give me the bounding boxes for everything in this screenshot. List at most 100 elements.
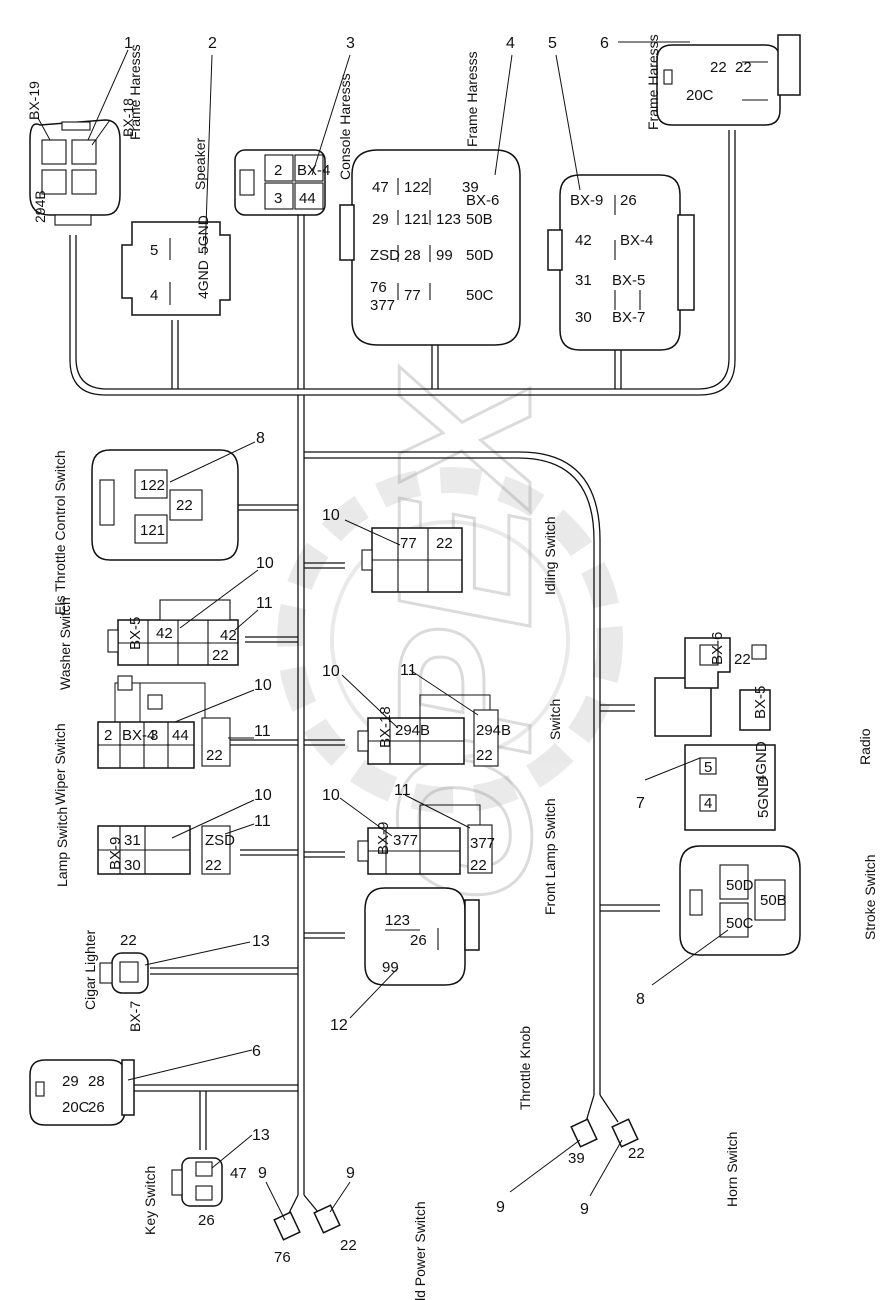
pin-39: 39 xyxy=(462,179,479,196)
pin-76: 76 xyxy=(370,279,387,296)
pin-50c: 50C xyxy=(726,915,754,932)
callout-10: 10 xyxy=(322,787,340,804)
label-frame-harness-1: Frame Haresss xyxy=(127,44,143,140)
label-stroke-switch: Stroke Switch xyxy=(862,854,878,940)
callout-11: 11 xyxy=(400,662,417,679)
pin-123: 123 xyxy=(436,211,461,228)
callout-6: 6 xyxy=(252,1043,261,1060)
label-key-switch: Key Switch xyxy=(142,1166,158,1235)
pin-29: 29 xyxy=(62,1073,79,1090)
callout-10: 10 xyxy=(254,677,272,694)
pin-bx7: BX-7 xyxy=(612,309,645,326)
front-lamp-switch xyxy=(357,804,493,875)
pin-4: 4 xyxy=(704,795,712,812)
pin-3: 3 xyxy=(150,727,158,744)
pin-121: 121 xyxy=(140,522,165,539)
connector-2-speaker xyxy=(121,221,231,316)
pin-294b: 294B xyxy=(32,190,48,223)
label-add-power-switch: Add Power Switch xyxy=(412,1201,428,1300)
pin-bx9: BX-9 xyxy=(570,192,603,209)
pin-47: 47 xyxy=(372,179,389,196)
callout-7: 7 xyxy=(636,795,645,812)
callout-10: 10 xyxy=(254,787,272,804)
pin-50b: 50B xyxy=(760,892,787,909)
pin-22: 22 xyxy=(176,497,193,514)
key-harness-connector xyxy=(29,1059,135,1126)
pin-5: 5 xyxy=(150,242,158,259)
pin-20c: 20C xyxy=(62,1099,90,1116)
pin-42: 42 xyxy=(156,625,173,642)
pin-22: 22 xyxy=(470,857,487,874)
pin-22b: 22 xyxy=(735,59,752,76)
cigar-lighter xyxy=(99,952,149,994)
pin-50d: 50D xyxy=(726,877,754,894)
pin-22: 22 xyxy=(476,747,493,764)
pin-22: 22 xyxy=(436,535,453,552)
harness-wires xyxy=(69,130,736,1216)
pin-26: 26 xyxy=(198,1212,215,1229)
pin-bx18: BX-18 xyxy=(377,706,394,748)
pin-30: 30 xyxy=(575,309,592,326)
pin-22: 22 xyxy=(734,651,751,668)
pin-5gnd: 5GND xyxy=(755,776,772,818)
callout-8: 8 xyxy=(256,430,265,447)
lamp-switch xyxy=(97,825,231,875)
label-radio: Radio xyxy=(857,728,873,765)
pin-50c: 50C xyxy=(466,287,494,304)
pin-50d: 50D xyxy=(466,247,494,264)
pin-123: 123 xyxy=(385,912,410,929)
connector-8-els-throttle xyxy=(91,449,239,561)
connector-6-frame xyxy=(656,34,801,126)
callout-13: 13 xyxy=(252,1127,270,1144)
pin-22: 22 xyxy=(120,932,137,949)
pin-bx6: BX-6 xyxy=(709,632,726,665)
callout-1: 1 xyxy=(124,35,133,52)
pin-377: 377 xyxy=(393,832,418,849)
pin-42: 42 xyxy=(575,232,592,249)
callout-9: 9 xyxy=(346,1165,355,1182)
callout-10: 10 xyxy=(322,663,340,680)
pin-44: 44 xyxy=(172,727,189,744)
label-speaker: Speaker xyxy=(192,138,208,190)
pin-99: 99 xyxy=(382,959,399,976)
pin-bx5: BX-5 xyxy=(127,617,144,650)
pin-26: 26 xyxy=(620,192,637,209)
pin-31: 31 xyxy=(575,272,592,289)
connector-5-frame xyxy=(547,174,695,351)
pin-bx9: BX-9 xyxy=(107,837,124,870)
pin-44: 44 xyxy=(299,190,316,207)
idling-switch xyxy=(361,527,463,593)
pin-77: 77 xyxy=(400,535,417,552)
center-switch xyxy=(357,694,499,767)
pin-22: 22 xyxy=(205,857,222,874)
pin-29: 29 xyxy=(372,211,389,228)
pin-122: 122 xyxy=(404,179,429,196)
pin-22a: 22 xyxy=(710,59,727,76)
pin-22: 22 xyxy=(212,647,229,664)
pin-26: 26 xyxy=(88,1099,105,1116)
pin-28: 28 xyxy=(404,247,421,264)
pin-bx9: BX-9 xyxy=(375,822,392,855)
callout-13: 13 xyxy=(252,933,270,950)
label-wiper-switch: Wiper Switch xyxy=(52,723,68,805)
pin-3: 3 xyxy=(274,190,282,207)
callout-10: 10 xyxy=(256,555,274,572)
pin-294b: 294B xyxy=(395,722,430,739)
callout-2: 2 xyxy=(208,35,217,52)
label-throttle-knob: Throttle Knob xyxy=(517,1026,533,1110)
horn-terminals xyxy=(570,1118,639,1148)
stroke-switch xyxy=(679,845,801,956)
label-frame-harness-6: Frame Haresss xyxy=(645,34,661,130)
pin-76: 76 xyxy=(274,1249,291,1266)
pin-22: 22 xyxy=(628,1145,645,1162)
pin-2: 2 xyxy=(104,727,112,744)
pin-bx4: BX-4 xyxy=(122,727,155,744)
pin-zsd: ZSD xyxy=(205,832,235,849)
label-idling-switch: Idling Switch xyxy=(542,516,558,595)
pin-26: 26 xyxy=(410,932,427,949)
pin-4gnd: 4GND xyxy=(753,741,770,783)
pin-20c: 20C xyxy=(686,87,714,104)
pin-2: 2 xyxy=(274,162,282,179)
label-lamp-switch: Lamp Switch xyxy=(54,807,70,887)
